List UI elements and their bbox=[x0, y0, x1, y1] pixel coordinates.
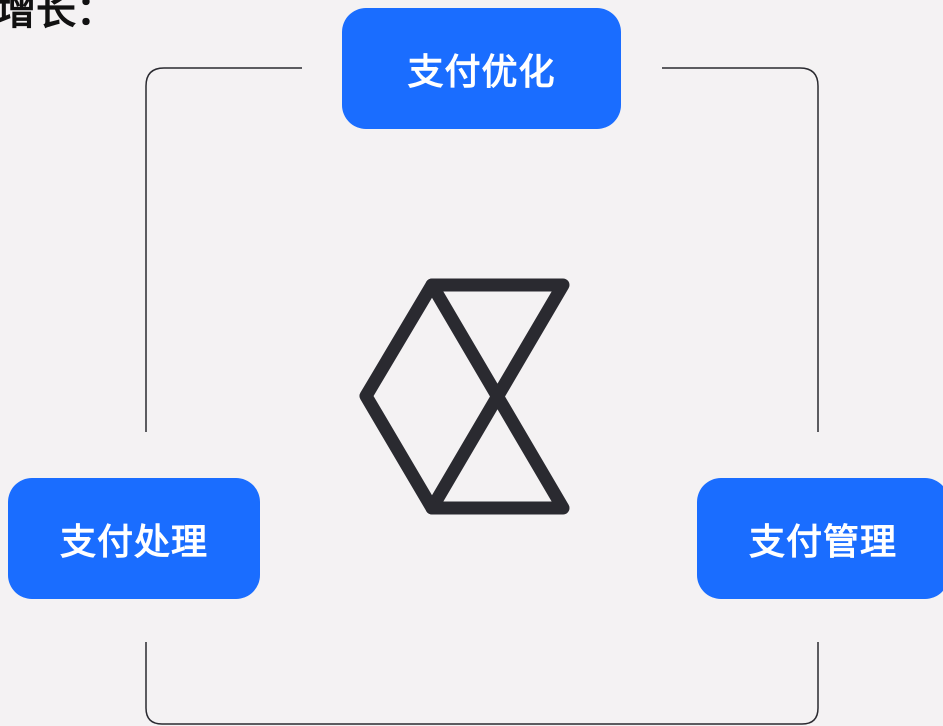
node-payment-processing: 支付处理 bbox=[8, 478, 260, 599]
node-label-left: 支付处理 bbox=[59, 521, 208, 563]
node-label-top: 支付优化 bbox=[407, 51, 556, 93]
connector-bottom bbox=[145, 642, 819, 725]
node-payment-management: 支付管理 bbox=[697, 478, 943, 599]
connector-top-left bbox=[145, 67, 302, 432]
hourglass-diamond-logo-icon bbox=[359, 278, 570, 515]
node-label-right: 支付管理 bbox=[748, 521, 897, 563]
diagram-heading: 增长： bbox=[0, 0, 116, 34]
node-payment-optimization: 支付优化 bbox=[342, 8, 621, 129]
connector-top-right bbox=[662, 67, 819, 432]
